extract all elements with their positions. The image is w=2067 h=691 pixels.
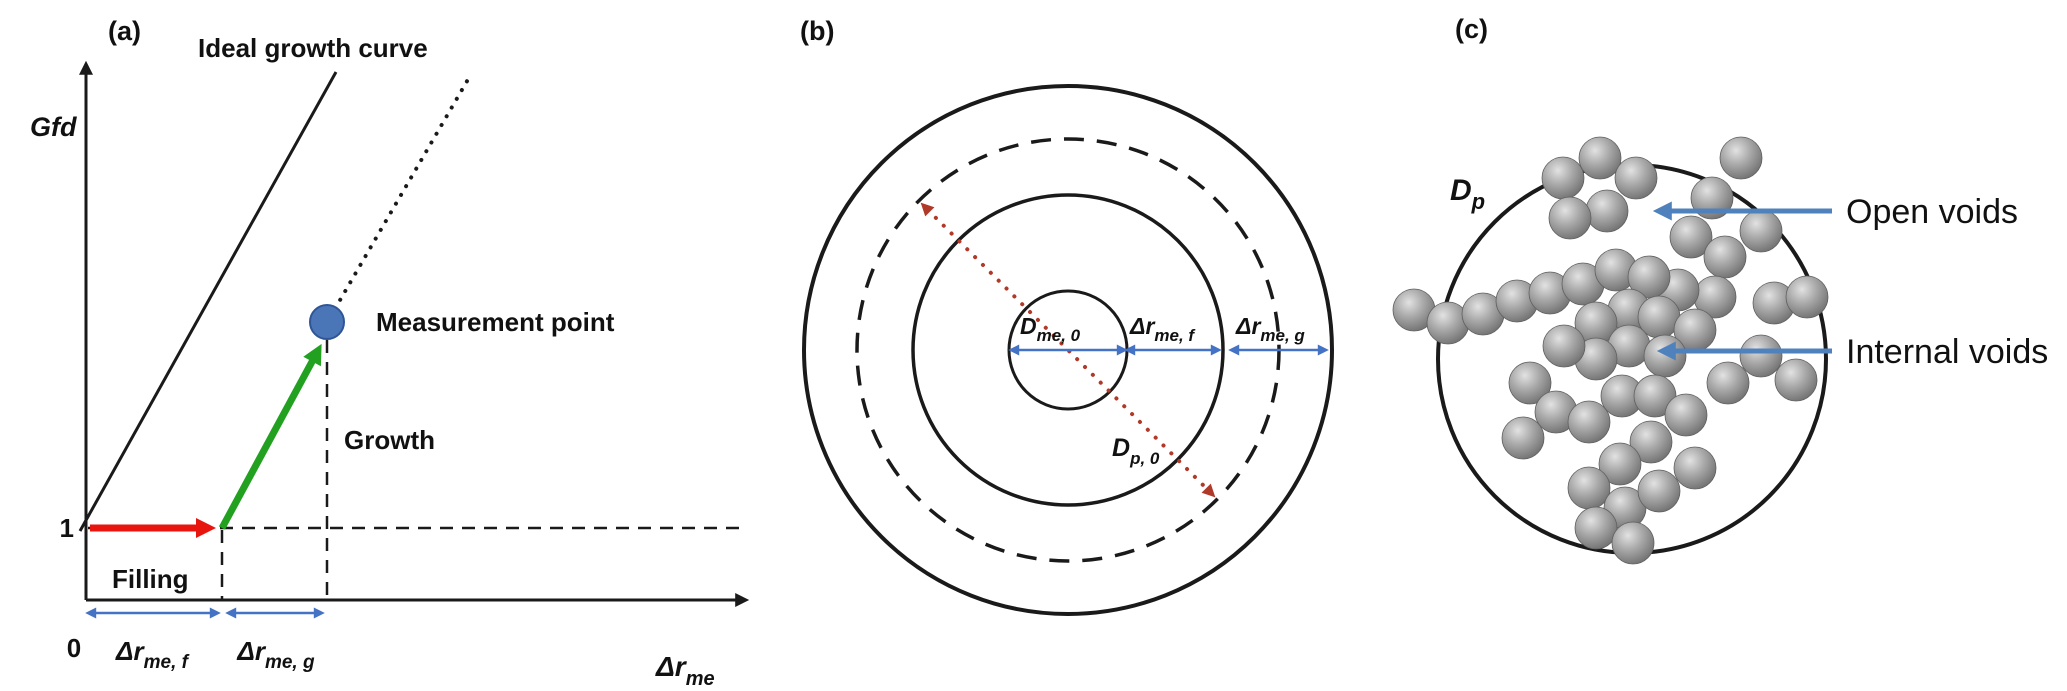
panel-c: (c) Dp Open voids Internal voids: [1392, 14, 2048, 565]
primary-particle-sphere: [1664, 393, 1708, 437]
primary-particle-sphere: [1703, 235, 1747, 279]
panel-a: (a) Gfd Ideal growth curve Measurement p…: [30, 16, 750, 690]
primary-particle-sphere: [1669, 215, 1713, 259]
primary-particle-sphere: [1785, 275, 1829, 319]
primary-particle-sphere: [1567, 400, 1611, 444]
primary-particle-sphere: [1611, 521, 1655, 565]
primary-particle-sphere: [1719, 136, 1763, 180]
outer-boundary-circle: [802, 84, 1334, 616]
primary-particle-sphere: [1585, 189, 1629, 233]
primary-particle-sphere: [1542, 324, 1586, 368]
primary-particle-sphere: [1774, 358, 1818, 402]
d-me0-label: Dme, 0: [1020, 313, 1081, 345]
ideal-growth-curve-label: Ideal growth curve: [198, 33, 428, 63]
panel-c-tag: (c): [1455, 14, 1488, 44]
panel-a-tag: (a): [108, 16, 141, 46]
grown-core-circle: [911, 193, 1225, 507]
primary-particle-sphere: [1567, 466, 1611, 510]
measurement-point-label: Measurement point: [376, 307, 615, 337]
primary-particle-sphere: [1548, 196, 1592, 240]
primary-particle-sphere: [1501, 416, 1545, 460]
x-axis-label: Δrme: [655, 651, 715, 690]
panel-b-tag: (b): [800, 16, 834, 46]
origin-tick: 0: [67, 633, 81, 663]
primary-particle-sphere: [1629, 420, 1673, 464]
delta-r-filling-label: Δrme, f: [115, 636, 190, 673]
primary-particle-sphere: [1508, 361, 1552, 405]
delta-r-filling-label-b: Δrme, f: [1129, 313, 1196, 345]
agglomerate-spheres: [1392, 136, 1829, 565]
primary-particle-sphere: [1541, 156, 1585, 200]
primary-particle-sphere: [1706, 361, 1750, 405]
d-p-label: Dp: [1450, 174, 1485, 214]
primary-particle-sphere: [1614, 156, 1658, 200]
growth-label: Growth: [344, 425, 435, 455]
internal-voids-label: Internal voids: [1846, 333, 2048, 371]
primary-particle-sphere: [1627, 255, 1671, 299]
measurement-point: [309, 304, 345, 340]
d-p0-label: Dp, 0: [1112, 434, 1160, 468]
filling-label: Filling: [112, 564, 189, 594]
primary-particle-sphere: [1633, 374, 1677, 418]
delta-r-growth-label-b: Δrme, g: [1235, 313, 1305, 345]
primary-particle-sphere: [1574, 506, 1618, 550]
extrapolated-growth-dotted-line: [323, 74, 472, 328]
y-tick-1: 1: [60, 513, 74, 543]
primary-particle-sphere: [1598, 442, 1642, 486]
delta-r-growth-label: Δrme, g: [236, 636, 315, 673]
growth-arrow: [218, 343, 322, 530]
primary-particle-sphere: [1739, 209, 1783, 253]
primary-particle-sphere: [1739, 334, 1783, 378]
primary-particle-sphere: [1637, 469, 1681, 513]
ideal-growth-curve-line: [78, 71, 338, 532]
y-axis-label: Gfd: [30, 112, 77, 142]
primary-particle-sphere: [1643, 334, 1687, 378]
primary-particle-sphere: [1578, 136, 1622, 180]
open-voids-label: Open voids: [1846, 193, 2018, 231]
panel-b: (b) Dme, 0 Δrme, f Δrme, g Dp, 0: [800, 16, 1334, 616]
primary-particle-sphere: [1673, 446, 1717, 490]
